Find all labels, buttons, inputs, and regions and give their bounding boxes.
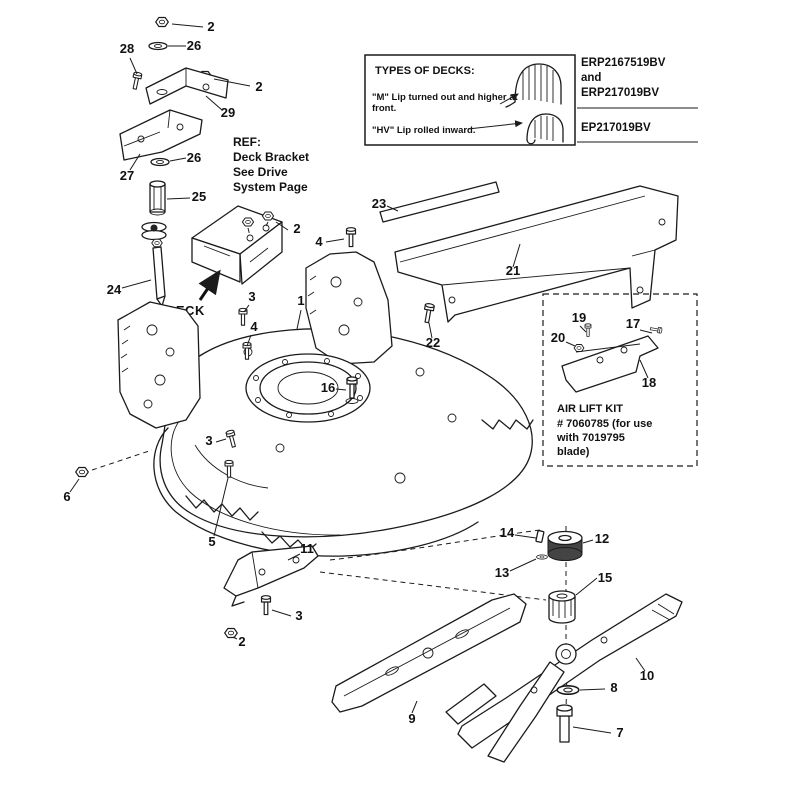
key-part14 xyxy=(535,530,545,543)
hv-lip-profile-drawing xyxy=(526,113,564,145)
callout: 8 xyxy=(610,680,617,695)
callout: 13 xyxy=(495,565,509,580)
leader-lines xyxy=(69,23,653,734)
model-number: ERP2167519BV xyxy=(581,57,666,69)
callout: 17 xyxy=(626,316,640,331)
air-lift-kit-box: AIR LIFT KIT # 7060785 (for use with 701… xyxy=(542,293,698,467)
callout: 16 xyxy=(321,380,335,395)
ref-note: REF: Deck Bracket See Drive System Page xyxy=(233,135,309,194)
hv-lip-note: "HV" Lip rolled inward. xyxy=(372,125,476,136)
model-number: EP217019BV xyxy=(581,122,651,134)
ref-note-line: System Page xyxy=(233,180,308,194)
m-lip-note: "M" Lip turned out and higher at xyxy=(372,92,519,103)
ref-note-line: Deck Bracket xyxy=(233,150,309,164)
callout: 2 xyxy=(207,19,214,34)
callout: 3 xyxy=(248,289,255,304)
washer-part13-target xyxy=(536,554,548,560)
callout: 25 xyxy=(192,189,206,204)
callout: 2 xyxy=(255,79,262,94)
callout: 19 xyxy=(572,310,586,325)
engine-boss xyxy=(245,353,371,423)
callout: 20 xyxy=(551,330,565,345)
callout-labels: 2 26 28 2 29 27 26 25 2 24 4 23 21 22 16… xyxy=(63,19,656,740)
ref-note-line: REF: xyxy=(233,135,261,149)
callout: 2 xyxy=(293,221,300,236)
callout: 15 xyxy=(598,570,612,585)
callout: 28 xyxy=(120,41,134,56)
callout: 26 xyxy=(187,150,201,165)
model-number: ERP217019BV xyxy=(581,87,659,99)
types-of-decks-box: TYPES OF DECKS: "M" Lip turned out and h… xyxy=(364,54,698,146)
callout: 29 xyxy=(221,105,235,120)
m-lip-profile-drawing xyxy=(505,63,562,108)
callout: 3 xyxy=(295,608,302,623)
callout: 11 xyxy=(300,541,314,556)
spacer-part12 xyxy=(547,530,583,561)
types-box-title: TYPES OF DECKS: xyxy=(375,65,475,77)
deck-bracket-3d xyxy=(191,205,283,301)
callout: 18 xyxy=(642,375,656,390)
callout: 24 xyxy=(107,282,122,297)
callout: 22 xyxy=(426,335,440,350)
ref-note-line: See Drive xyxy=(233,165,288,179)
callout: 23 xyxy=(372,196,386,211)
bolt-part7 xyxy=(556,704,573,743)
main-deck xyxy=(91,251,568,711)
blade-star-part10 xyxy=(445,593,683,763)
spacer-part15 xyxy=(548,590,576,624)
callout: 9 xyxy=(408,711,415,726)
callout: 6 xyxy=(63,489,70,504)
callout: 7 xyxy=(616,725,623,740)
callout: 21 xyxy=(506,263,520,278)
callout: 4 xyxy=(315,234,323,249)
air-lift-kit-text: blade) xyxy=(557,446,590,458)
air-lift-kit-text: with 7019795 xyxy=(556,432,625,444)
deck-strip-part23 xyxy=(379,181,500,223)
callout: 27 xyxy=(120,168,134,183)
upper-bracket-assembly xyxy=(119,16,229,307)
callout: 4 xyxy=(250,319,258,334)
callout: 5 xyxy=(208,534,215,549)
m-lip-note: front. xyxy=(372,103,396,114)
fasteners xyxy=(75,227,436,639)
callout: 3 xyxy=(205,433,212,448)
air-lift-kit-text: # 7060785 (for use xyxy=(557,418,652,430)
callout: 26 xyxy=(187,38,201,53)
lower-bracket-part11 xyxy=(223,545,319,607)
washer-part8 xyxy=(556,685,580,695)
model-number: and xyxy=(581,72,601,84)
callout: 12 xyxy=(595,531,609,546)
rear-skirt-part21 xyxy=(394,185,679,323)
callout: 14 xyxy=(500,525,515,540)
air-lift-kit-text: AIR LIFT KIT xyxy=(557,403,623,415)
callout: 10 xyxy=(640,668,654,683)
blade-straight-part9 xyxy=(331,593,527,713)
callout: 2 xyxy=(238,634,245,649)
callout: 1 xyxy=(297,293,304,308)
